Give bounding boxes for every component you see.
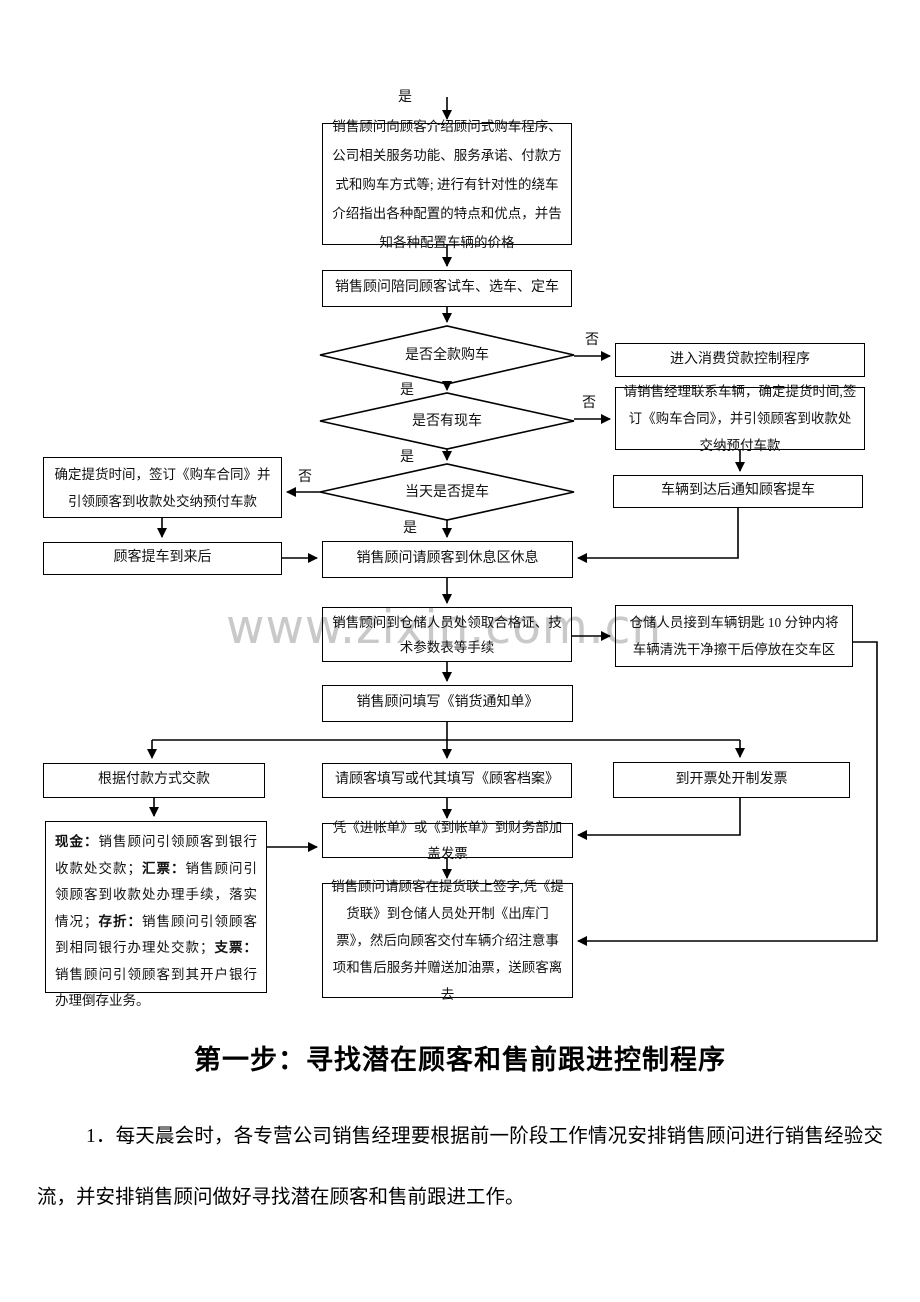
watermark-text: www.zixin.com.cn bbox=[226, 600, 663, 655]
edge-label-yes-in-stock: 是 bbox=[400, 450, 414, 465]
edge-label-no-full-payment: 否 bbox=[585, 333, 599, 348]
connector-lines bbox=[147, 97, 878, 946]
flow-box-loan-program: 进入消费贷款控制程序 bbox=[615, 343, 865, 377]
decision-diamonds bbox=[319, 325, 575, 521]
section-paragraph: 1．每天晨会时，各专营公司销售经理要根据前一阶段工作情况安排销售顾问进行销售经验… bbox=[37, 1126, 883, 1208]
edge-label-yes-full-payment: 是 bbox=[400, 383, 414, 398]
edge-label-yes-pickup-today: 是 bbox=[403, 521, 417, 536]
flow-box-intro: 销售顾问向顾客介绍顾问式购车程序、公司相关服务功能、服务承诺、付款方式和购车方式… bbox=[322, 119, 572, 250]
edge-label-no-pickup-today: 否 bbox=[298, 470, 312, 485]
edge-label-yes-top: 是 bbox=[398, 90, 412, 105]
flow-box-get-certificates: 销售顾问到仓储人员处领取合格证、技术参数表等手续 bbox=[322, 607, 572, 662]
flow-box-wash-car: 仓储人员接到车辆钥匙 10 分钟内将车辆清洗干净擦干后停放在交车区 bbox=[615, 605, 853, 667]
edge-label-no-in-stock: 否 bbox=[582, 396, 596, 411]
flow-box-notify-pickup: 车辆到达后通知顾客提车 bbox=[613, 475, 863, 508]
flow-box-stamp-invoice: 凭《进帐单》或《到帐单》到财务部加盖发票 bbox=[322, 820, 573, 861]
diamond-label-in-stock: 是否有现车 bbox=[412, 414, 482, 429]
flow-box-customer-arrive: 顾客提车到来后 bbox=[43, 542, 282, 575]
section-heading: 第一步：寻找潜在顾客和售前跟进控制程序 bbox=[194, 1045, 726, 1075]
flow-box-pay-by-method: 根据付款方式交款 bbox=[43, 763, 265, 798]
flow-box-delivery: 销售顾问请顾客在提货联上签字,凭《提货联》到仓储人员处开制《出库门票》，然后向顾… bbox=[322, 879, 573, 1002]
flow-box-fill-profile: 请顾客填写或代其填写《顾客档案》 bbox=[322, 763, 572, 798]
diamond-label-full-payment: 是否全款购车 bbox=[405, 348, 489, 363]
flow-box-contact-vehicle: 请销售经理联系车辆，确定提货时间,签订《购车合同》，并引领顾客到收款处交纳预付车… bbox=[615, 384, 865, 453]
diamond-pickup-today bbox=[319, 463, 575, 521]
flow-box-make-invoice: 到开票处开制发票 bbox=[613, 762, 850, 798]
diamond-in-stock bbox=[319, 392, 575, 450]
flow-box-confirm-time: 确定提货时间，签订《购车合同》并引领顾客到收款处交纳预付车款 bbox=[43, 457, 282, 518]
diamond-full-payment bbox=[319, 325, 575, 385]
flow-box-fill-notice: 销售顾问填写《销货通知单》 bbox=[322, 685, 573, 722]
flow-box-payment-detail: 现金：销售顾问引领顾客到银行收款处交款；汇票：销售顾问引领顾客到收款处办理手续，… bbox=[45, 821, 267, 1008]
flow-box-test-drive: 销售顾问陪同顾客试车、选车、定车 bbox=[322, 270, 572, 307]
flow-box-rest-area: 销售顾问请顾客到休息区休息 bbox=[322, 541, 573, 578]
diamond-label-pickup-today: 当天是否提车 bbox=[405, 485, 489, 500]
